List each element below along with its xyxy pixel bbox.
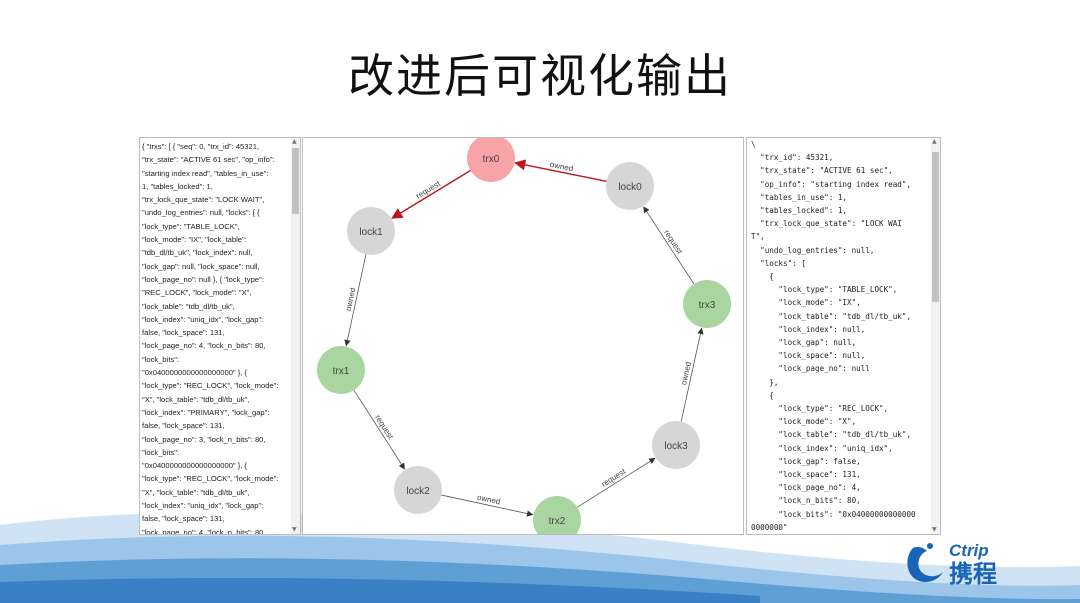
graph-node-label: lock0 xyxy=(618,182,642,193)
graph-node-label: trx2 xyxy=(549,516,566,527)
formatted-json-text: \ "trx_id": 45321, "trx_state": "ACTIVE … xyxy=(751,138,929,535)
raw-json-line: "lock_type": "REC_LOCK", "lock_mode": xyxy=(142,379,287,392)
left-scroll-thumb[interactable] xyxy=(292,148,299,214)
raw-json-line: "0x0400000000000000000" }, { xyxy=(142,459,287,472)
slide-title: 改进后可视化输出 xyxy=(0,40,1080,106)
raw-json-line: false, "lock_space": 131, xyxy=(142,419,287,432)
raw-json-line: "undo_log_entries": null, "locks": [ { xyxy=(142,206,287,219)
edge-label: owned xyxy=(476,493,501,507)
right-scroll-thumb[interactable] xyxy=(932,152,939,302)
graph-node-label: lock2 xyxy=(406,486,430,497)
graph-node-label: lock3 xyxy=(664,441,688,452)
dolphin-icon xyxy=(907,547,943,582)
raw-json-line: "lock_page_no": null }, { "lock_type": xyxy=(142,273,287,286)
raw-json-line: "lock_page_no": 3, "lock_n_bits": 80, xyxy=(142,433,287,446)
raw-json-line: false, "lock_space": 131, xyxy=(142,326,287,339)
graph-edge xyxy=(392,170,470,218)
raw-json-line: false, "lock_space": 131, xyxy=(142,512,287,525)
raw-json-line: "0x0400000000000000000" }, { xyxy=(142,366,287,379)
raw-json-panel[interactable]: { "trxs": [ { "seq": 0, "trx_id": 45321,… xyxy=(139,137,301,535)
raw-json-line: "lock_index": "uniq_idx", "lock_gap": xyxy=(142,499,287,512)
raw-json-line: "lock_page_no": 4, "lock_n_bits": 80, xyxy=(142,526,287,535)
raw-json-line: { "trxs": [ { "seq": 0, "trx_id": 45321, xyxy=(142,140,287,153)
formatted-json-panel[interactable]: \ "trx_id": 45321, "trx_state": "ACTIVE … xyxy=(746,137,941,535)
raw-json-line: "X", "lock_table": "tdb_dl/tb_uk", xyxy=(142,486,287,499)
graph-edge xyxy=(644,207,694,284)
raw-json-line: "REC_LOCK", "lock_mode": "X", xyxy=(142,286,287,299)
raw-json-line: "lock_table": "tdb_dl/tb_uk", xyxy=(142,300,287,313)
graph-node-label: trx3 xyxy=(699,300,716,311)
raw-json-line: "lock_type": "TABLE_LOCK", xyxy=(142,220,287,233)
graph-edge xyxy=(354,390,405,469)
raw-json-line: "X", "lock_table": "tdb_dl/tb_uk", xyxy=(142,393,287,406)
raw-json-line: "trx_lock_que_state": "LOCK WAIT", xyxy=(142,193,287,206)
logo-latin: Ctrip xyxy=(949,541,989,560)
raw-json-line: "lock_type": "REC_LOCK", "lock_mode": xyxy=(142,472,287,485)
scroll-down-icon[interactable]: ▼ xyxy=(932,526,937,534)
right-scrollbar[interactable]: ▲ ▼ xyxy=(931,138,940,534)
ctrip-logo: Ctrip 携程 xyxy=(903,536,1053,588)
scroll-up-icon[interactable]: ▲ xyxy=(292,138,297,146)
raw-json-line: "starting index read", "tables_in_use": xyxy=(142,167,287,180)
edge-label: owned xyxy=(679,361,693,386)
logo-cn: 携程 xyxy=(949,560,997,588)
raw-json-text: { "trxs": [ { "seq": 0, "trx_id": 45321,… xyxy=(142,140,287,535)
scroll-up-icon[interactable]: ▲ xyxy=(932,138,937,146)
graph-node-label: lock1 xyxy=(359,227,383,238)
graph-edge xyxy=(577,458,655,507)
scroll-down-icon[interactable]: ▼ xyxy=(292,526,297,534)
edge-label: owned xyxy=(344,287,358,312)
deadlock-graph: ownedrequestownedrequestownedrequestowne… xyxy=(303,138,744,535)
raw-json-line: "tdb_dl/tb_uk", "lock_index": null, xyxy=(142,246,287,259)
raw-json-line: "lock_index": "uniq_idx", "lock_gap": xyxy=(142,313,287,326)
raw-json-line: "lock_page_no": 4, "lock_n_bits": 80, xyxy=(142,339,287,352)
raw-json-line: 1, "tables_locked": 1, xyxy=(142,180,287,193)
raw-json-line: "lock_bits": xyxy=(142,446,287,459)
graph-node-label: trx0 xyxy=(483,154,500,165)
raw-json-line: "lock_index": "PRIMARY", "lock_gap": xyxy=(142,406,287,419)
raw-json-line: "lock_gap": null, "lock_space": null, xyxy=(142,260,287,273)
graph-node-label: trx1 xyxy=(333,366,350,377)
raw-json-line: "trx_state": "ACTIVE 61 sec", "op_info": xyxy=(142,153,287,166)
raw-json-line: "lock_mode": "IX", "lock_table": xyxy=(142,233,287,246)
raw-json-line: "lock_bits": xyxy=(142,353,287,366)
left-scrollbar[interactable]: ▲ ▼ xyxy=(291,138,300,534)
edge-label: owned xyxy=(549,160,574,173)
